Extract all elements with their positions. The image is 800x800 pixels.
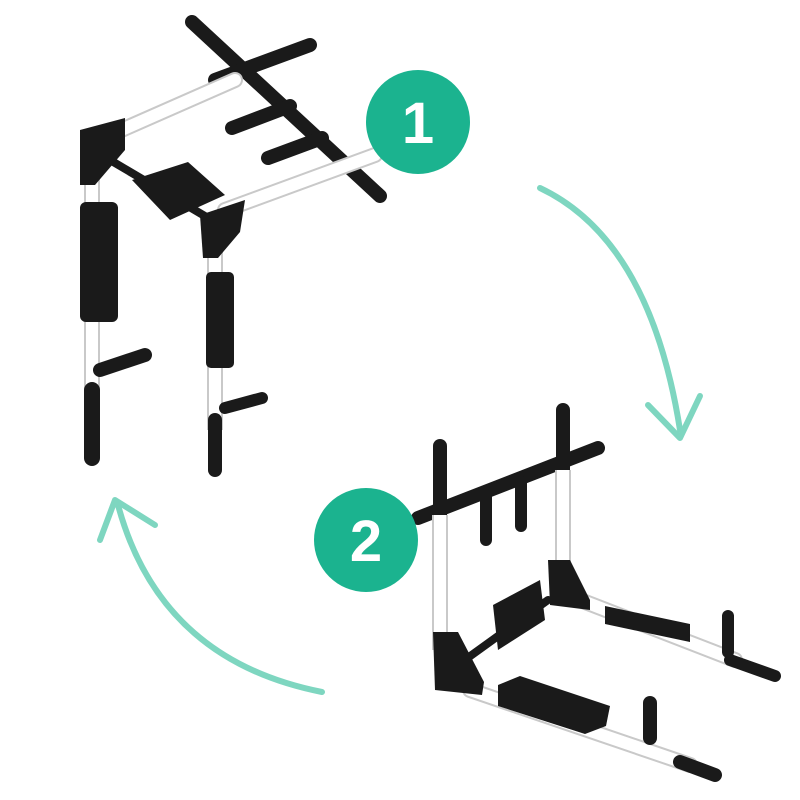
step-badge-1-label: 1 — [402, 91, 434, 156]
cycle-arrow-left-head — [97, 497, 158, 543]
step-badge-2: 2 — [314, 488, 418, 592]
step-badge-1: 1 — [366, 70, 470, 174]
equipment-dip-configuration — [411, 403, 781, 782]
step-badge-2-label: 2 — [350, 509, 382, 574]
equipment-pullup-configuration — [80, 15, 387, 477]
cycle-arrow-right-head — [645, 393, 703, 441]
cycle-arrow-right — [537, 185, 683, 433]
cycle-arrow-left — [115, 502, 325, 695]
